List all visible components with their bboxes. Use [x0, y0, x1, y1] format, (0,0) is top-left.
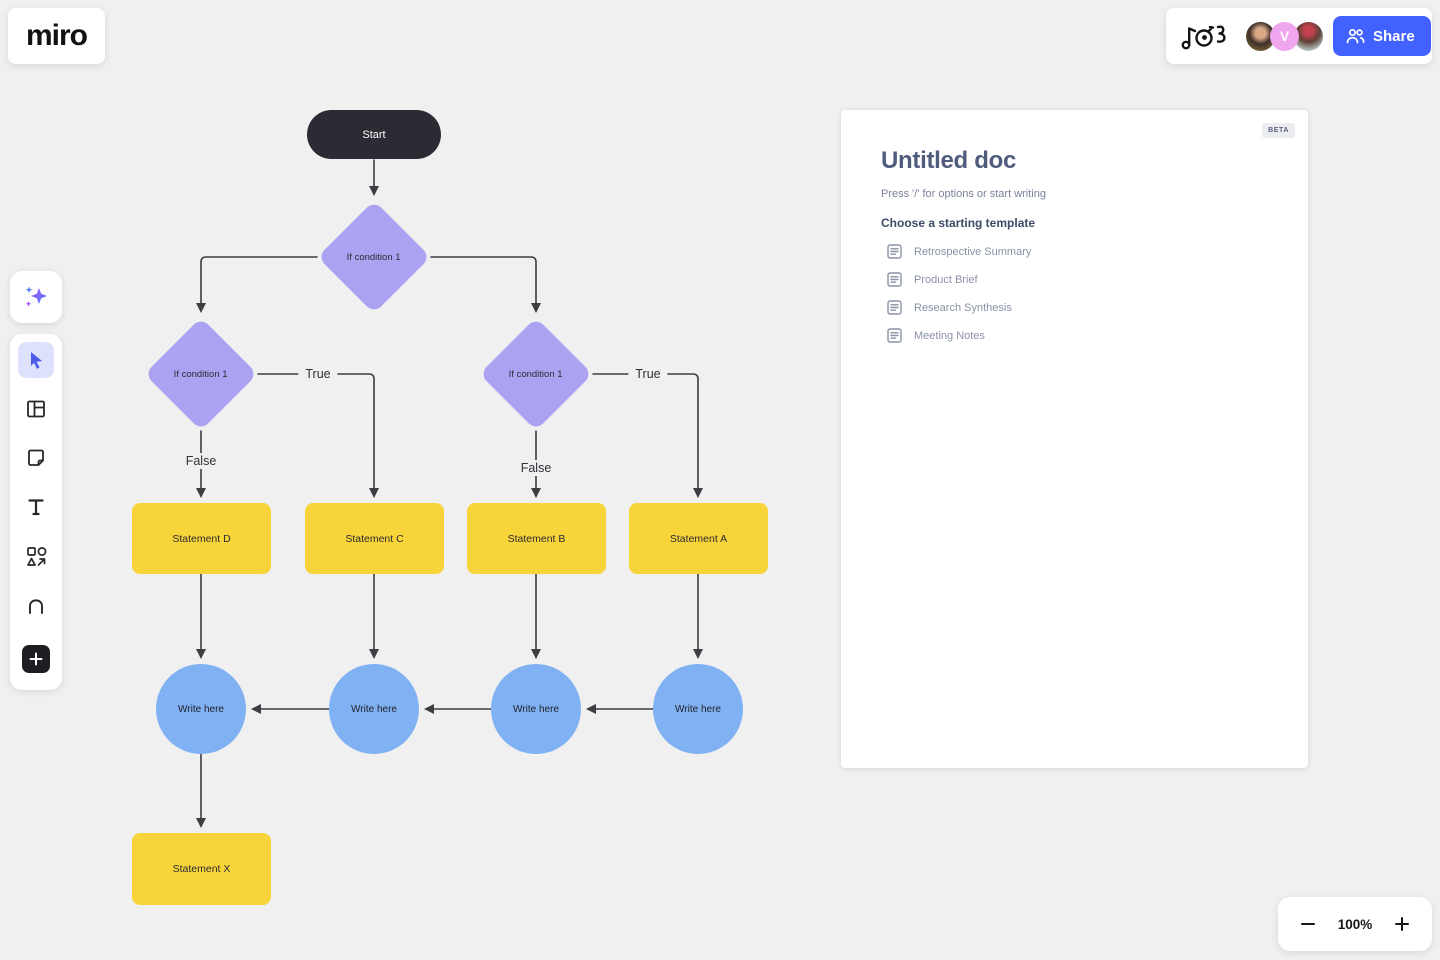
ai-sparkles-icon	[25, 286, 47, 307]
miro-logo-text: miro	[25, 19, 88, 52]
tool-sticky-note[interactable]	[18, 440, 54, 476]
plus-icon	[1395, 917, 1409, 931]
layout-icon	[27, 400, 45, 418]
avatar-collaborator-v[interactable]: V	[1270, 21, 1299, 51]
shapes-icon	[26, 546, 46, 566]
flowchart-node-write-3[interactable]: Write here	[491, 664, 581, 754]
flowchart-node-statement-x[interactable]: Statement X	[132, 833, 271, 905]
share-button-label: Share	[1373, 27, 1415, 45]
beta-badge: BETA	[1262, 123, 1295, 138]
tool-add-more[interactable]	[22, 645, 50, 673]
doc-panel: BETA Untitled doc Press '/' for options …	[841, 110, 1308, 768]
flowchart-node-statement-c[interactable]: Statement C	[305, 503, 444, 574]
edge-label-false-left: False	[178, 453, 224, 469]
sticky-note-icon	[28, 449, 44, 466]
template-item-retrospective-summary[interactable]: Retrospective Summary	[887, 244, 1288, 259]
ai-assistant-button[interactable]	[10, 271, 62, 323]
condition-label: If condition 1	[174, 368, 228, 380]
template-label: Retrospective Summary	[914, 245, 1032, 258]
condition-label: If condition 1	[509, 368, 563, 380]
doc-placeholder[interactable]: Press '/' for options or start writing	[881, 188, 1046, 200]
edge-label-false-right: False	[513, 460, 559, 476]
flowchart-node-condition-top[interactable]: If condition 1	[317, 200, 431, 314]
tool-text[interactable]	[18, 489, 54, 525]
zoom-out-button[interactable]	[1294, 910, 1322, 938]
connector-condition-to-right	[430, 256, 541, 313]
connector-condition-to-left	[196, 256, 318, 313]
document-icon	[887, 244, 902, 259]
avatar-stack: V	[1246, 21, 1323, 51]
pen-icon	[29, 599, 43, 614]
tool-select[interactable]	[18, 342, 54, 378]
template-item-meeting-notes[interactable]: Meeting Notes	[887, 328, 1288, 343]
flowchart-node-write-2[interactable]: Write here	[329, 664, 419, 754]
flowchart-node-statement-a[interactable]: Statement A	[629, 503, 768, 574]
tools-sidebar	[10, 334, 62, 690]
template-item-product-brief[interactable]: Product Brief	[887, 272, 1288, 287]
doc-title[interactable]: Untitled doc	[881, 147, 1017, 174]
document-icon	[887, 272, 902, 287]
zoom-in-button[interactable]	[1388, 910, 1416, 938]
flowchart-node-write-4[interactable]: Write here	[653, 664, 743, 754]
zoom-level[interactable]: 100%	[1337, 916, 1373, 932]
music-timer-doodle-icon[interactable]	[1178, 18, 1230, 54]
connector-right-true	[592, 373, 703, 498]
template-item-research-synthesis[interactable]: Research Synthesis	[887, 300, 1288, 315]
template-label: Product Brief	[914, 273, 978, 286]
tool-shapes[interactable]	[18, 538, 54, 574]
share-button[interactable]: Share	[1333, 16, 1431, 56]
document-icon	[887, 328, 902, 343]
edge-label-true-right: True	[628, 366, 668, 382]
cursor-icon	[31, 352, 42, 369]
people-icon	[1346, 28, 1365, 44]
collaboration-toolbar: V Share	[1166, 8, 1432, 64]
document-icon	[887, 300, 902, 315]
flowchart-node-condition-left[interactable]: If condition 1	[144, 317, 258, 431]
connector-left-true	[257, 373, 379, 498]
minus-icon	[1301, 923, 1315, 925]
text-icon	[28, 499, 44, 516]
zoom-controls: 100%	[1278, 897, 1432, 951]
flowchart-node-statement-b[interactable]: Statement B	[467, 503, 606, 574]
template-list: Retrospective Summary Product Brief Rese…	[881, 244, 1288, 343]
template-label: Meeting Notes	[914, 329, 985, 342]
templates-heading: Choose a starting template	[881, 216, 1036, 230]
condition-label: If condition 1	[347, 251, 401, 263]
edge-label-true-left: True	[298, 366, 338, 382]
flowchart-node-write-1[interactable]: Write here	[156, 664, 246, 754]
tool-templates[interactable]	[18, 391, 54, 427]
flowchart-node-condition-right[interactable]: If condition 1	[479, 317, 593, 431]
plus-icon	[29, 652, 43, 666]
flowchart-node-start[interactable]: Start	[307, 110, 441, 159]
miro-logo[interactable]: miro	[8, 8, 105, 64]
template-label: Research Synthesis	[914, 301, 1012, 314]
tool-pen[interactable]	[18, 587, 54, 623]
flowchart-node-statement-d[interactable]: Statement D	[132, 503, 271, 574]
